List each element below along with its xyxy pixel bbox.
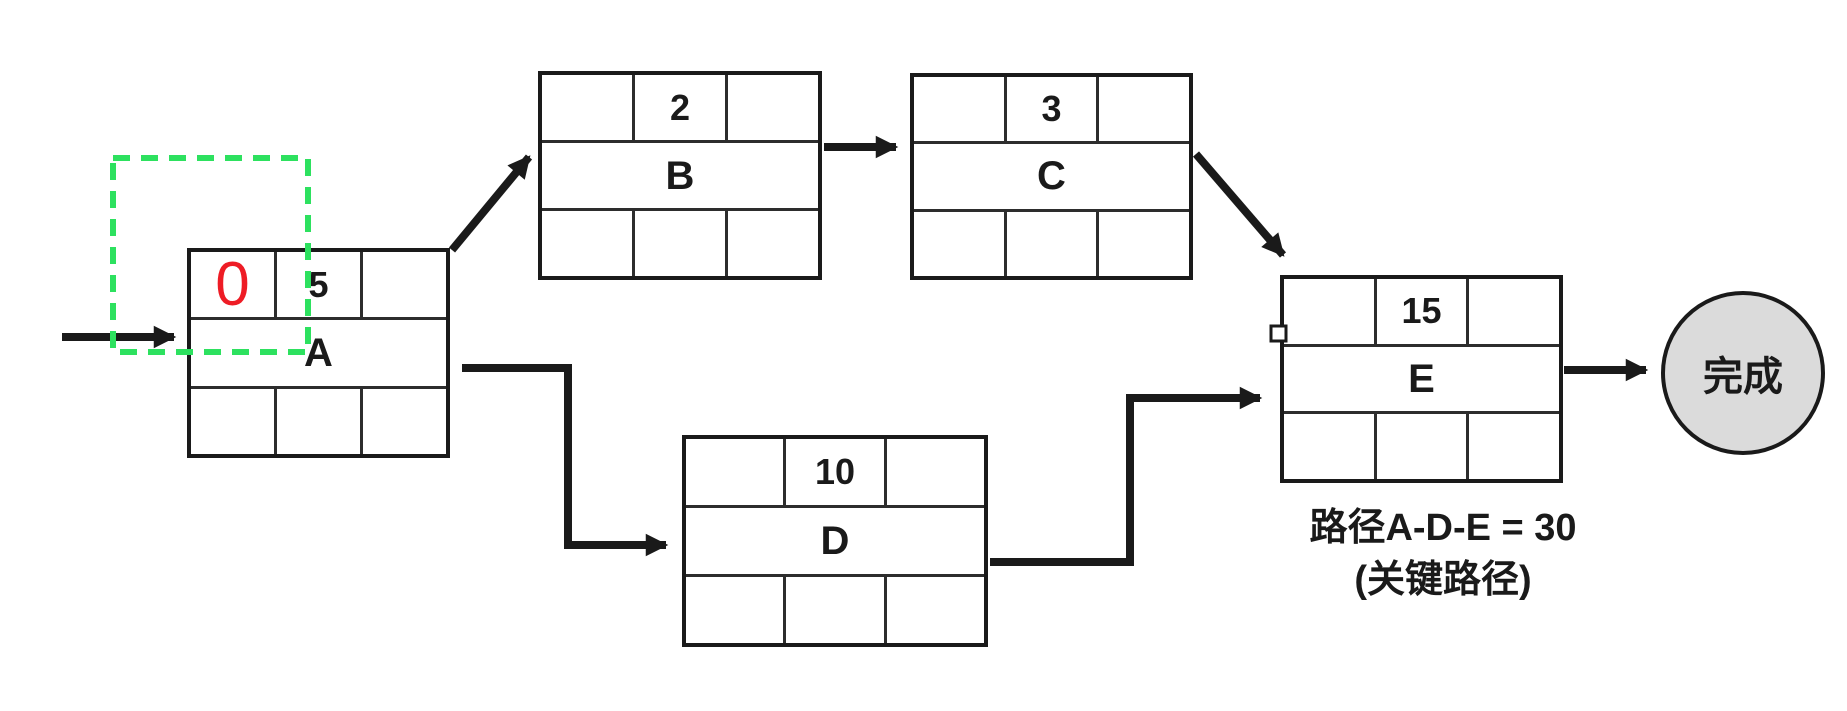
duration-cell: 3 [1003, 77, 1097, 142]
node-cell [632, 211, 725, 276]
node-cell [783, 577, 883, 643]
critical-path-caption: 路径A-D-E = 30 (关键路径) [1250, 502, 1636, 606]
early-start-value: 0 [215, 249, 250, 319]
node-cell [542, 75, 632, 140]
node-cell [1373, 414, 1467, 480]
node-cell [1284, 414, 1374, 479]
node-cell [1003, 211, 1097, 276]
node-cell [1466, 414, 1559, 480]
duration-value: 10 [814, 451, 856, 492]
node-cell [191, 389, 274, 454]
task-node-d[interactable]: 10 D [682, 435, 988, 647]
node-label: D [820, 519, 850, 563]
node-cell [883, 439, 984, 505]
node-cell [1096, 77, 1189, 142]
node-label-row: A [191, 317, 446, 385]
caption-line2: (关键路径) [1354, 559, 1532, 601]
arrow-a-to-d [462, 364, 669, 557]
node-cell [914, 212, 1004, 276]
duration-value: 3 [1041, 88, 1062, 130]
duration-cell: 15 [1373, 279, 1467, 344]
node-cell [883, 577, 984, 643]
arrow-a-to-b [448, 154, 533, 253]
duration-cell: 10 [783, 439, 883, 505]
arrow-d-to-e [990, 386, 1263, 566]
duration-value: 5 [308, 263, 329, 305]
node-cell [274, 388, 360, 454]
node-label-row: E [1284, 343, 1559, 412]
node-label: B [665, 153, 695, 198]
early-start-cell: 0 [191, 252, 274, 317]
task-node-c[interactable]: 3 C [910, 73, 1193, 280]
node-label-row: B [542, 140, 818, 208]
node-cell [686, 577, 783, 643]
node-cell [1466, 279, 1559, 344]
duration-cell: 5 [274, 252, 360, 318]
node-label: C [1037, 154, 1066, 199]
task-node-e[interactable]: 15 E [1280, 275, 1563, 483]
node-cell [725, 211, 818, 276]
node-cell [914, 77, 1004, 141]
node-label: E [1408, 357, 1435, 401]
node-cell [360, 252, 446, 318]
node-label-row: C [914, 141, 1189, 208]
duration-value: 2 [669, 86, 691, 128]
node-cell [360, 388, 446, 454]
node-cell [725, 75, 818, 140]
duration-cell: 2 [632, 75, 725, 140]
duration-value: 15 [1401, 290, 1442, 332]
task-node-a[interactable]: 0 5 A [187, 248, 450, 458]
caption-line1: 路径A-D-E = 30 [1309, 507, 1577, 549]
node-label: A [304, 330, 333, 375]
arrow-c-to-e [1192, 151, 1287, 258]
task-node-b[interactable]: 2 B [538, 71, 822, 280]
node-label-row: D [686, 505, 984, 574]
finish-node[interactable]: 完成 [1661, 291, 1825, 455]
node-cell [1284, 279, 1374, 344]
finish-label: 完成 [1703, 355, 1783, 399]
node-cell [686, 439, 783, 505]
node-cell [542, 211, 632, 276]
node-cell [1096, 211, 1189, 276]
